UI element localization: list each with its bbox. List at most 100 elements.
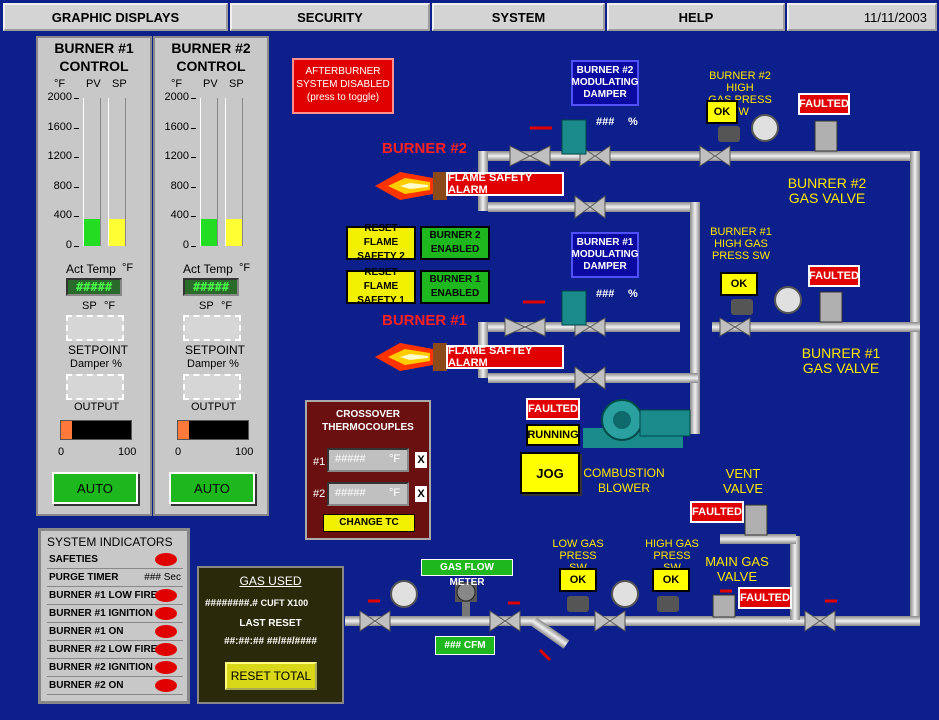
- scale-tick-label: 400: [170, 209, 189, 222]
- act-temp-label: Act Temp: [66, 262, 116, 276]
- lg-l1: LOW GAS: [552, 538, 604, 550]
- damper-output-input[interactable]: [183, 374, 241, 400]
- unit-f: °F: [171, 78, 183, 90]
- act-temp-unit: °F: [122, 262, 134, 274]
- auto-button[interactable]: AUTO: [52, 472, 138, 504]
- burner1-flame: [375, 343, 447, 371]
- scale-tick-label: 800: [53, 179, 72, 192]
- press-sw-bodies: [567, 126, 753, 612]
- indicator-lamp-icon: [155, 553, 177, 566]
- tc1-display: #####°F: [327, 448, 409, 472]
- scale-tick-label: 1600: [164, 120, 189, 133]
- menu-system[interactable]: SYSTEM: [432, 3, 605, 31]
- indicator-lamp-icon: [155, 607, 177, 620]
- scale-tick-mark: [74, 157, 79, 159]
- scale-tick-label: 1200: [164, 150, 189, 163]
- burner2-pv-bar-track: [200, 98, 218, 246]
- burner2-sp-bar: [226, 219, 242, 246]
- scale-tick-label: 1600: [47, 120, 72, 133]
- menu-help[interactable]: HELP: [607, 3, 785, 31]
- burner2-output-bar-track: [177, 420, 249, 440]
- tc2-display: #####°F: [327, 482, 409, 506]
- act-temp-display: #####: [183, 278, 239, 296]
- indicator-row: BURNER #1 LOW FIRE: [47, 587, 183, 605]
- gas-used-title: GAS USED: [239, 574, 302, 588]
- gas-flow-meter-label: GAS FLOW METER: [421, 559, 513, 588]
- scale-tick-label: 0: [182, 239, 189, 251]
- burner2-pv-bar: [201, 219, 217, 246]
- indicator-label: BURNER #2 IGNITION: [49, 662, 153, 673]
- tc1-close-icon[interactable]: X: [415, 452, 427, 468]
- scale-tick-label: 0: [65, 239, 72, 251]
- low-gas-status: OK: [559, 568, 597, 592]
- gas-valve-bodies: [712, 120, 843, 618]
- afterburner-line2: SYSTEM DISABLED: [296, 79, 390, 90]
- setpoint-label: SETPOINT: [68, 343, 129, 357]
- indicator-label: BURNER #2 LOW FIRE: [49, 644, 158, 655]
- gas-flow-value: ###: [444, 640, 462, 651]
- rf2-l2: SAFETY 2: [357, 251, 405, 262]
- damper-output-input[interactable]: [66, 374, 124, 400]
- b1-hg-l3: PRESS SW: [711, 250, 771, 262]
- vv-l2: VALVE: [723, 481, 763, 496]
- burner1-label: BURNER #1: [382, 312, 468, 329]
- reset-total-button[interactable]: RESET TOTAL: [225, 662, 317, 690]
- burner2-flame-safety-alarm[interactable]: FLAME SAFETY ALARM: [446, 172, 564, 196]
- valve-handles: [368, 126, 837, 662]
- indicator-row: BURNER #2 LOW FIRE: [47, 641, 183, 659]
- system-indicators-title: SYSTEM INDICATORS: [47, 535, 173, 549]
- b1-damper-line2: MODULATING: [571, 249, 639, 260]
- scale-tick-mark: [191, 157, 196, 159]
- burner1-flame-safety-alarm[interactable]: FLAME SAFTEY ALARM: [446, 345, 564, 369]
- setpoint-input[interactable]: [183, 315, 241, 341]
- setpoint-input[interactable]: [66, 315, 124, 341]
- scale-tick-mark: [191, 246, 196, 247]
- burner1-output-bar-track: [60, 420, 132, 440]
- cb-l2: BLOWER: [597, 481, 650, 495]
- indicator-row: PURGE TIMER### Sec: [47, 569, 183, 587]
- burner1-control-title-1: BURNER #1: [54, 40, 134, 56]
- output-max: 100: [235, 446, 254, 458]
- scale-tick-mark: [74, 127, 79, 129]
- b2-gv-l2: GAS VALVE: [788, 190, 866, 206]
- pv-label: PV: [203, 78, 218, 90]
- auto-button[interactable]: AUTO: [169, 472, 255, 504]
- burner1-damper-unit: %: [628, 288, 638, 300]
- tc2-unit: °F: [389, 487, 401, 499]
- burner1-high-gas-status: OK: [720, 272, 758, 296]
- tc2-close-icon[interactable]: X: [415, 486, 427, 502]
- output-min: 0: [58, 446, 65, 458]
- afterburner-toggle-button[interactable]: AFTERBURNER SYSTEM DISABLED (press to to…: [292, 58, 394, 114]
- b1-gv-l1: BUNRER #1: [801, 345, 881, 361]
- indicator-row: BURNER #2 ON: [47, 677, 183, 695]
- afterburner-line1: AFTERBURNER: [305, 66, 381, 77]
- scale-tick-mark: [191, 127, 196, 129]
- scale-tick-label: 1200: [47, 150, 72, 163]
- main-gas-valve-fault: FAULTED: [738, 587, 792, 609]
- pipe-valves: [359, 145, 836, 632]
- jog-button[interactable]: JOG: [520, 452, 580, 494]
- indicator-label: BURNER #1 IGNITION: [49, 608, 153, 619]
- unit-f: °F: [54, 78, 66, 90]
- menu-graphic-displays[interactable]: GRAPHIC DISPLAYS: [3, 3, 228, 31]
- change-tc-button[interactable]: CHANGE TC: [323, 514, 415, 532]
- gas-flow-readout: ### CFM: [435, 636, 495, 655]
- scale-tick-mark: [74, 246, 79, 247]
- burner1-sp-bar: [109, 219, 125, 246]
- pressure-gauges: [390, 114, 802, 608]
- scale-tick-label: 800: [170, 179, 189, 192]
- menu-security[interactable]: SECURITY: [230, 3, 430, 31]
- b2-damper-line1: BURNER #2: [576, 65, 634, 76]
- last-reset-value: ##:##:## ##/##/####: [224, 636, 317, 647]
- indicator-row: BURNER #2 IGNITION: [47, 659, 183, 677]
- mgv-l2: VALVE: [717, 569, 757, 584]
